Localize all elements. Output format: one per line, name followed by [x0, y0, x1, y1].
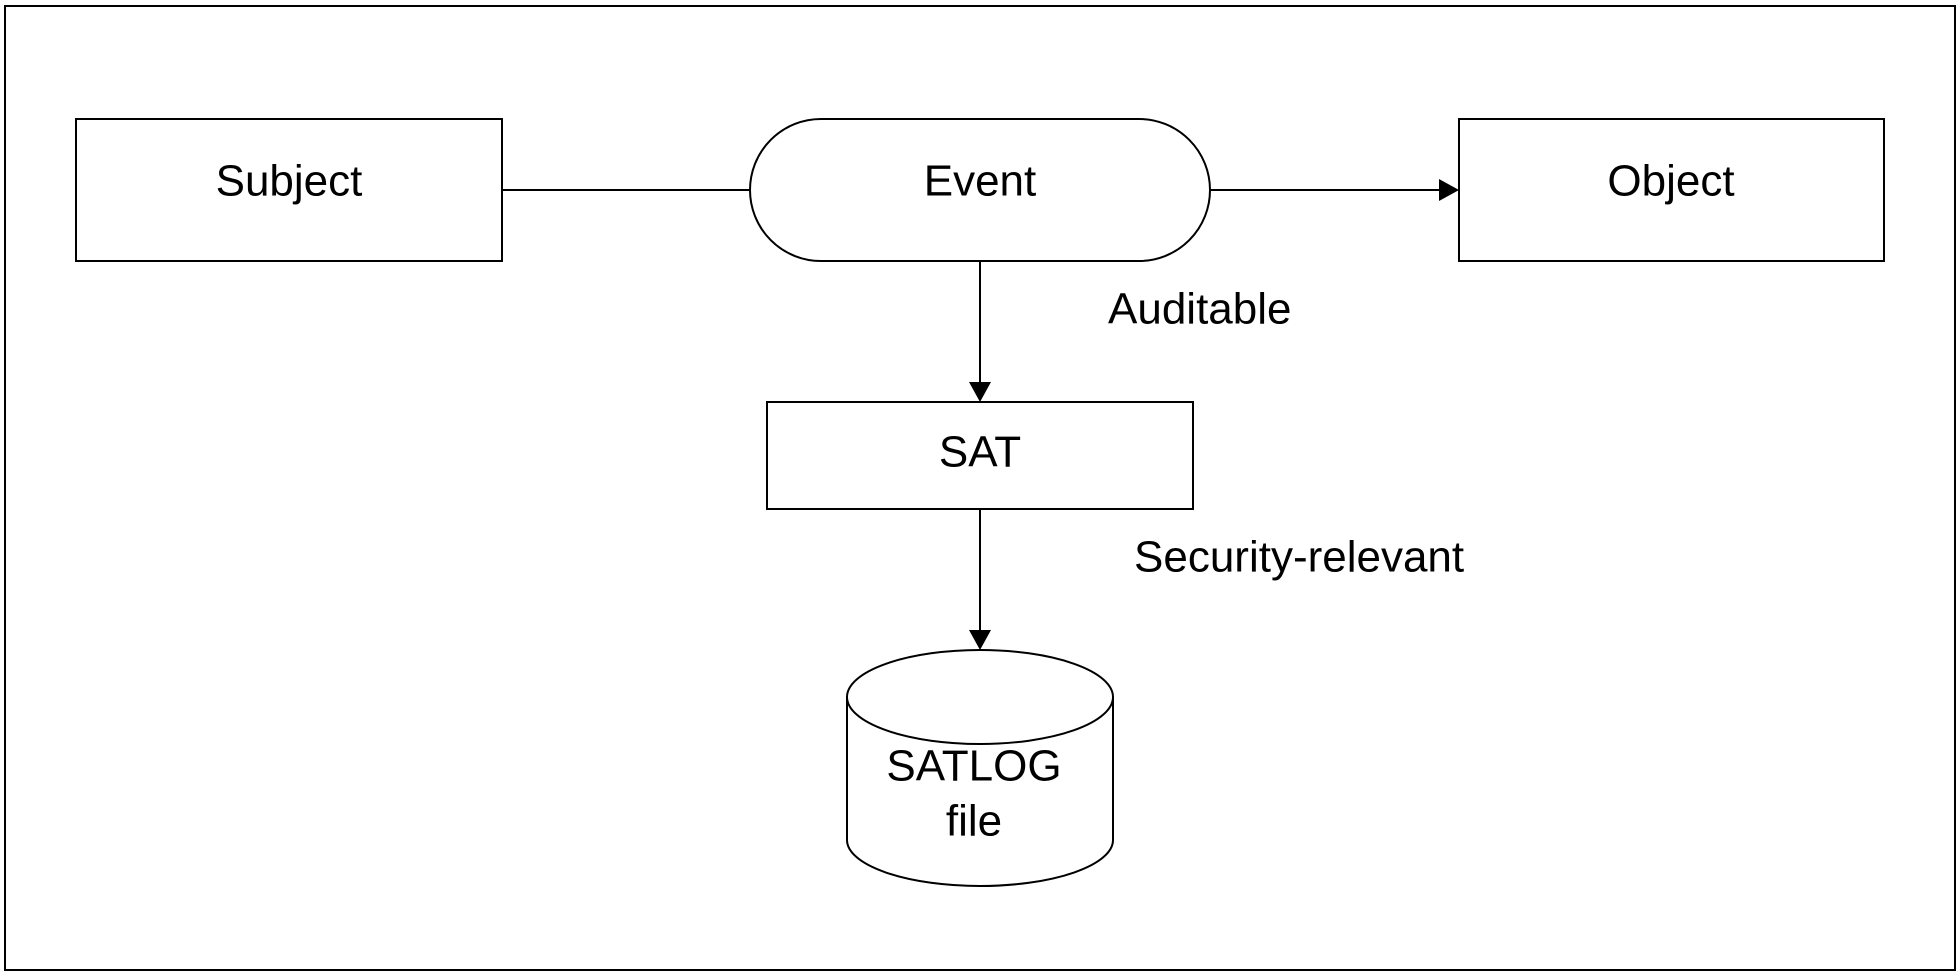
subject-label: Subject [216, 157, 363, 206]
event-sat-arrow [969, 261, 991, 402]
arrowhead-icon [969, 630, 991, 650]
security-relevant-edge-label: Security-relevant [1134, 533, 1464, 582]
satlog-file-node: SATLOG file [846, 649, 1114, 887]
object-label: Object [1607, 157, 1734, 206]
arrowhead-icon [1439, 179, 1459, 201]
arrowhead-icon [969, 382, 991, 402]
satlog-label-line2: file [946, 797, 1002, 846]
sat-satlog-arrow [969, 509, 991, 650]
satlog-label-line1: SATLOG [886, 742, 1061, 791]
event-label: Event [924, 157, 1037, 206]
event-node: Event [749, 118, 1211, 262]
sat-label: SAT [939, 428, 1021, 477]
object-node: Object [1458, 118, 1885, 262]
sat-node: SAT [766, 401, 1194, 510]
event-object-arrow [1210, 179, 1459, 201]
subject-node: Subject [75, 118, 503, 262]
auditable-edge-label: Auditable [1108, 285, 1291, 334]
